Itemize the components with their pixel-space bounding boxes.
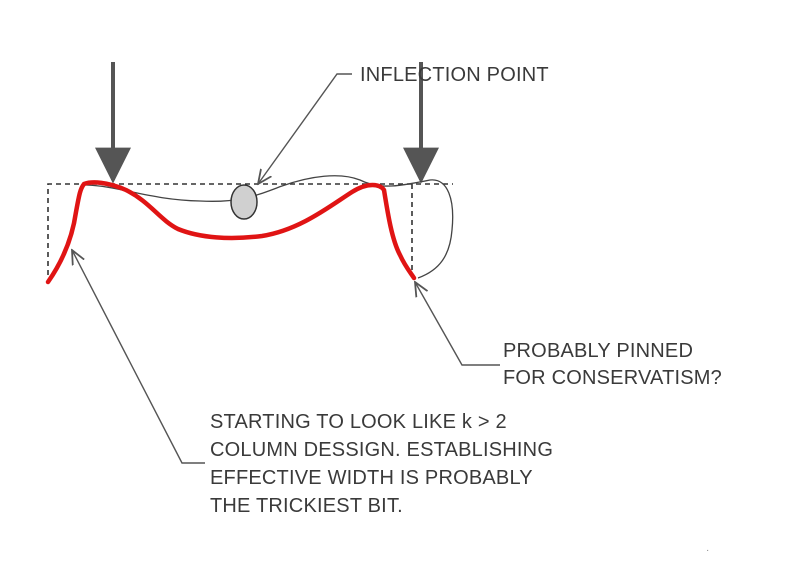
- deflected-shape-curve: [45, 180, 417, 285]
- note-line-3: EFFECTIVE WIDTH IS PROBABLY: [210, 467, 533, 489]
- pinned-label-line-1: PROBABLY PINNED: [503, 340, 693, 362]
- inflection-point-marker: [230, 184, 258, 220]
- sketched-beam-deflection: [85, 175, 454, 279]
- inflection-point-label: INFLECTION POINT: [360, 64, 549, 86]
- note-leader-line: [72, 250, 205, 464]
- note-line-4: THE TRICKIEST BIT.: [210, 495, 403, 517]
- pinned-leader-line: [415, 282, 500, 366]
- undeformed-frame-outline: [47, 183, 453, 275]
- speck: ·: [706, 545, 709, 556]
- note-line-1: STARTING TO LOOK LIKE k > 2: [210, 411, 507, 433]
- inflection-leader-line: [258, 73, 352, 184]
- pinned-label-line-2: FOR CONSERVATISM?: [503, 367, 722, 389]
- note-line-2: COLUMN DESSIGN. ESTABLISHING: [210, 439, 553, 461]
